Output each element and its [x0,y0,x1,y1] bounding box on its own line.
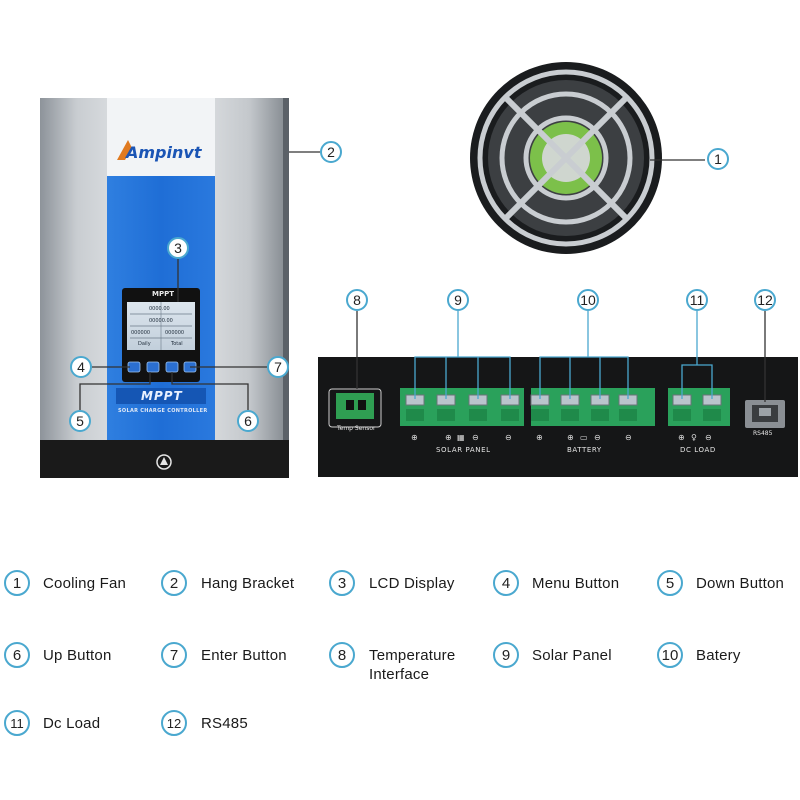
temp-sensor-label: Temp Sensor [337,425,376,432]
legend-label: Hang Bracket [201,575,295,592]
solar-panel-icon: ▦ [457,433,465,442]
callout-2: 2 [320,141,342,163]
legend-number: 6 [4,642,30,668]
callout-8: 8 [346,289,368,311]
solar-panel-label: SOLAR PANEL [436,446,491,454]
polarity-plus-icon: ⊕ [411,433,418,442]
polarity-plus-icon: ⊕ [536,433,543,442]
legend-number: 2 [161,570,187,596]
legend-label: Enter Button [201,647,287,664]
legend-label: Temperature Interface [369,647,456,683]
polarity-minus-icon: ⊖ [625,433,632,442]
callout-9: 9 [447,289,469,311]
terminal-slot [437,409,455,421]
terminal-slot [619,409,637,421]
polarity-minus-icon: ⊖ [505,433,512,442]
cooling-fan-drawing [470,62,662,254]
polarity-minus-icon: ⊖ [705,433,712,442]
legend-number: 12 [161,710,187,736]
lcd-value: 0000.00 [149,306,170,312]
panel-badge: MPPT [141,389,183,403]
legend-number: 5 [657,570,683,596]
lcd-label: Total [171,341,183,347]
legend-number: 11 [4,710,30,736]
legend-label: Solar Panel [532,647,612,664]
legend-label: RS485 [201,715,248,732]
terminal-slot [406,409,424,421]
lcd-value: 000000 [131,330,151,336]
callout-10: 10 [577,289,599,311]
legend-label: Dc Load [43,715,101,732]
terminal-slot [703,409,721,421]
callout-1: 1 [707,148,729,170]
callout-6: 6 [237,410,259,432]
down-button-shape [146,361,160,373]
terminal-slot [469,409,487,421]
battery-icon: ▭ [580,433,588,442]
legend-number: 4 [493,570,519,596]
up-button-shape [165,361,179,373]
terminal-panel-drawing [318,357,798,477]
lcd-value: 000000 [165,330,185,336]
legend-number: 7 [161,642,187,668]
terminal-slot [501,409,519,421]
legend-label: LCD Display [369,575,455,592]
legend-label: Batery [696,647,741,664]
callout-5: 5 [69,410,91,432]
terminal-slot [591,409,609,421]
lcd-value: 00000.00 [149,318,173,324]
terminal-slot [531,409,549,421]
callout-3: 3 [167,237,189,259]
terminal-screws [405,394,722,421]
legend-number: 3 [329,570,355,596]
callout-7: 7 [267,356,289,378]
legend-number: 1 [4,570,30,596]
brand-logo: Ampinvt [126,143,202,162]
terminal-slot [673,409,691,421]
terminal-slot [561,409,579,421]
screen-title: MPPT [152,290,175,298]
polarity-minus-icon: ⊖ [472,433,479,442]
polarity-plus-icon: ⊕ [445,433,452,442]
legend-label: Cooling Fan [43,575,127,592]
polarity-plus-icon: ⊕ [678,433,685,442]
legend-number: 10 [657,642,683,668]
legend-number: 9 [493,642,519,668]
polarity-minus-icon: ⊖ [594,433,601,442]
callout-12: 12 [754,289,776,311]
lcd-label: Daily [138,341,151,347]
callout-4: 4 [70,356,92,378]
device-front-drawing [40,62,798,478]
bulb-icon: ♀ [691,433,697,442]
polarity-plus-icon: ⊕ [567,433,574,442]
legend-label: Down Button [696,575,785,592]
rs485-label: RS485 [753,430,773,437]
dc-load-label: DC LOAD [680,446,716,454]
legend-label: Up Button [43,647,112,664]
panel-subtitle: SOLAR CHARGE CONTROLLER [118,408,208,414]
battery-label: BATTERY [567,446,602,454]
legend-label: Menu Button [532,575,620,592]
legend-number: 8 [329,642,355,668]
callout-11: 11 [686,289,708,311]
